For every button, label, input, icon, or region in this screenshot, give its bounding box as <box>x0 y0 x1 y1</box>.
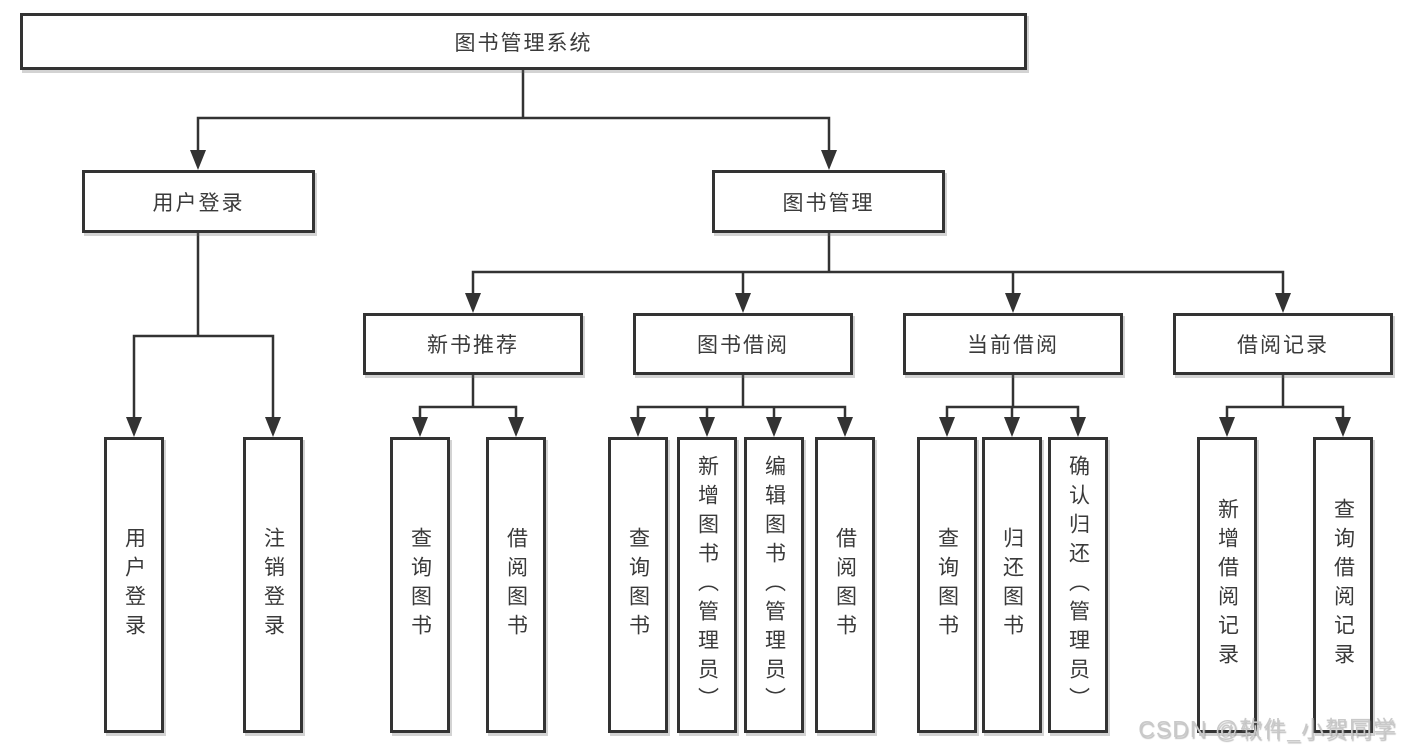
leaf-record-add: 新增借阅记录 <box>1197 437 1257 733</box>
node-label: 查询借阅记录 <box>1331 498 1355 672</box>
csdn-watermark: CSDN @软件_小贺同学 <box>1138 716 1397 742</box>
node-label: 查询图书 <box>408 527 432 643</box>
node-label: 新增借阅记录 <box>1215 498 1239 672</box>
arrowheads <box>126 150 1351 437</box>
node-label: 图书借阅 <box>697 334 789 357</box>
node-label: 借阅记录 <box>1237 334 1329 357</box>
node-label: 归还图书 <box>1000 527 1024 643</box>
node-label: 新书推荐 <box>427 334 519 357</box>
leaf-recommend-borrow-books: 借阅图书 <box>486 437 546 733</box>
leaf-recommend-query-books: 查询图书 <box>390 437 450 733</box>
node-label: 图书管理系统 <box>454 31 593 55</box>
node-new-book-recommend: 新书推荐 <box>363 313 583 375</box>
node-label: 当前借阅 <box>967 334 1059 357</box>
node-label: 用户登录 <box>122 527 146 643</box>
node-borrow-record: 借阅记录 <box>1173 313 1393 375</box>
node-book-borrow: 图书借阅 <box>633 313 853 375</box>
node-label: 新增图书（管理员） <box>695 454 719 716</box>
node-label: 编辑图书（管理员） <box>762 454 786 716</box>
node-label: 借阅图书 <box>833 527 857 643</box>
node-label: 注销登录 <box>261 527 285 643</box>
node-label: 图书管理 <box>782 191 875 215</box>
leaf-borrow-query-books: 查询图书 <box>608 437 668 733</box>
node-label: 确认归还（管理员） <box>1066 454 1090 716</box>
leaf-record-query: 查询借阅记录 <box>1313 437 1373 733</box>
node-label: 查询图书 <box>626 527 650 643</box>
leaf-current-confirm-return-admin: 确认归还（管理员） <box>1048 437 1108 733</box>
node-label: 查询图书 <box>935 527 959 643</box>
leaf-logout: 注销登录 <box>243 437 303 733</box>
leaf-borrow-edit-books-admin: 编辑图书（管理员） <box>744 437 804 733</box>
leaf-user-login: 用户登录 <box>104 437 164 733</box>
leaf-borrow-borrow-books: 借阅图书 <box>815 437 875 733</box>
leaf-current-query-books: 查询图书 <box>917 437 977 733</box>
node-root-system: 图书管理系统 <box>20 13 1027 70</box>
node-book-management: 图书管理 <box>712 170 945 233</box>
node-user-login: 用户登录 <box>82 170 315 233</box>
leaf-borrow-add-books-admin: 新增图书（管理员） <box>677 437 737 733</box>
node-label: 用户登录 <box>152 191 245 215</box>
leaf-current-return-books: 归还图书 <box>982 437 1042 733</box>
node-label: 借阅图书 <box>504 527 528 643</box>
node-current-borrow: 当前借阅 <box>903 313 1123 375</box>
